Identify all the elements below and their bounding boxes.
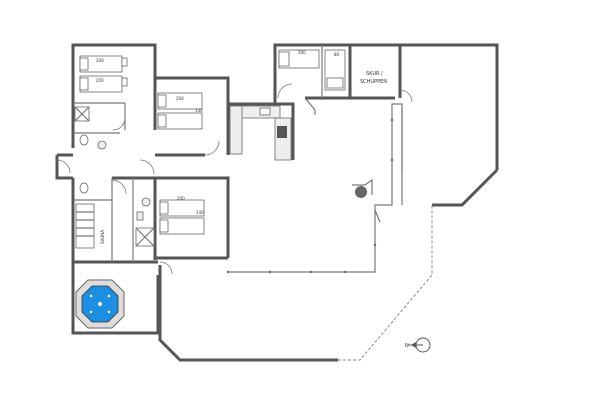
exterior-walls [55, 43, 499, 362]
stove-icon [277, 126, 287, 138]
bedroom-4: 200 80 [277, 45, 346, 99]
compass-north-label: N [405, 343, 409, 349]
bed-size-label: 200 [298, 50, 306, 55]
shed-label-2: SCHUPPEN [360, 79, 387, 85]
sink-icon [97, 140, 107, 150]
compass: N [405, 337, 431, 353]
fireplace-icon [355, 186, 367, 198]
sink-icon [141, 197, 151, 207]
shed-label-1: SKUR / [366, 71, 383, 77]
bedroom-2: 200 140 [157, 92, 220, 156]
bed-size-label: 200 [176, 96, 184, 101]
sink-icon [259, 107, 271, 116]
bedroom-3: 200 140 [139, 159, 205, 275]
sauna: SAUNA [75, 203, 105, 249]
bedroom-1: 200 200 [73, 55, 128, 131]
bed-size-label: 140 [195, 108, 203, 113]
toilet-icon [79, 182, 89, 194]
shed: SKUR / SCHUPPEN [360, 71, 413, 103]
window-markers [226, 118, 394, 274]
kitchen [229, 105, 292, 161]
bed-size-label: 200 [96, 58, 104, 63]
bed-size-label: 200 [96, 78, 104, 83]
toilet-icon [79, 134, 89, 146]
sauna-label: SAUNA [100, 230, 105, 244]
bed-size-label: 80 [334, 52, 340, 57]
fireplace [352, 178, 373, 198]
hot-tub [75, 279, 125, 329]
bed-size-label: 200 [177, 196, 185, 201]
bed-size-label: 140 [196, 210, 204, 215]
bathroom-2 [73, 178, 155, 262]
bathroom-1 [56, 106, 120, 174]
